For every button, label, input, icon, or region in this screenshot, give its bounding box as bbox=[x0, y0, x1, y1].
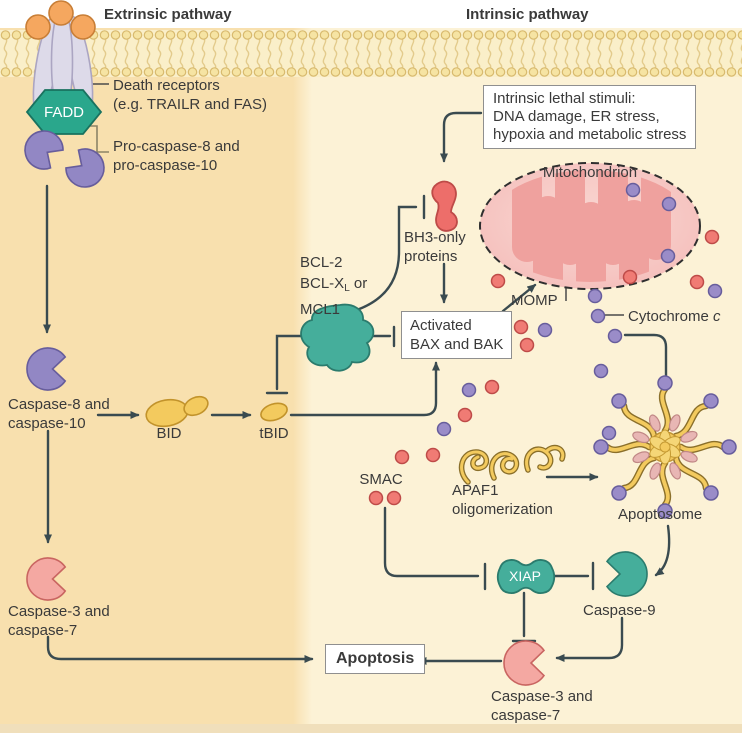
mitochondrion-icon bbox=[479, 162, 701, 290]
bid-label: BID bbox=[156, 425, 182, 442]
pro-caspase-icon bbox=[24, 130, 105, 188]
arrow-cytochromec-to-apoptosome bbox=[623, 333, 670, 391]
plasma-membrane bbox=[0, 30, 742, 77]
bid-icon bbox=[145, 395, 209, 428]
apaf1-icon bbox=[458, 444, 566, 485]
bcl2-label: BCL-2 BCL-XL or MCL1 bbox=[300, 254, 368, 318]
caspase9-label: Caspase-9 bbox=[583, 602, 656, 619]
extrinsic-pathway-header: Extrinsic pathway bbox=[104, 6, 232, 23]
apoptosome-cytochrome-tips bbox=[593, 375, 737, 519]
pro-caspase-label: Pro-caspase-8 and pro-caspase-10 bbox=[113, 138, 240, 174]
xiap-icon bbox=[496, 559, 556, 594]
cytochrome-c-label: Cytochrome c bbox=[628, 308, 721, 325]
intrinsic-stimuli-box: Intrinsic lethal stimuli: DNA damage, ER… bbox=[483, 85, 697, 149]
arrow-apoptosome-to-caspase9 bbox=[654, 524, 671, 577]
death-receptor-icon bbox=[24, 0, 105, 188]
caspase37-left-label: Caspase-3 and caspase-7 bbox=[8, 603, 110, 639]
arrow-left-caspase37-to-apoptosis bbox=[46, 635, 314, 663]
apoptosome-icon bbox=[593, 375, 737, 519]
arrow-tbid-to-bax bbox=[289, 361, 440, 417]
ligand-trimer-icon bbox=[25, 0, 96, 40]
apoptosis-box: Apoptosis bbox=[325, 644, 426, 674]
mitochondrion-label: Mitochondrion bbox=[542, 164, 638, 181]
caspase37-bottom-label: Caspase-3 and caspase-7 bbox=[491, 688, 593, 724]
bcl2-blob-icon bbox=[300, 303, 375, 372]
bottom-edge bbox=[0, 724, 742, 733]
caspase37-bottom-icon bbox=[503, 640, 546, 686]
caspase37-left-icon bbox=[26, 557, 67, 601]
xiap-label: XIAP bbox=[509, 568, 541, 584]
arrow-caspase9-to-caspase37 bbox=[555, 616, 624, 662]
apoptosome-label: Apoptosome bbox=[618, 506, 703, 523]
tbid-label: tBID bbox=[259, 425, 289, 442]
intrinsic-pathway-header: Intrinsic pathway bbox=[466, 6, 589, 23]
bh3-only-icon bbox=[431, 180, 458, 232]
tbid-icon bbox=[260, 402, 288, 422]
cytochrome-c-dots bbox=[436, 182, 723, 441]
caspase8-icon bbox=[26, 347, 67, 391]
tbar-bcl2-to-bh3 bbox=[352, 205, 418, 313]
arrow-stimuli-to-bh3 bbox=[440, 111, 483, 163]
activated-bax-bak-box: Activated BAX and BAK bbox=[401, 311, 513, 359]
fadd-label: FADD bbox=[43, 104, 84, 121]
caspase8-label: Caspase-8 and caspase-10 bbox=[8, 396, 110, 432]
momp-label: MOMP bbox=[511, 292, 558, 309]
bh3-only-label: BH3-only proteins bbox=[404, 229, 466, 265]
death-receptors-label: Death receptors (e.g. TRAILR and FAS) bbox=[113, 77, 267, 113]
caspase9-icon bbox=[605, 551, 648, 597]
smac-dots bbox=[368, 229, 720, 506]
apaf1-label: APAF1 oligomerization bbox=[452, 482, 553, 518]
smac-label: SMAC bbox=[359, 471, 403, 488]
tbar-smac-to-xiap bbox=[383, 506, 480, 578]
apoptosome-core bbox=[632, 414, 698, 480]
arrow-momp bbox=[501, 283, 537, 313]
